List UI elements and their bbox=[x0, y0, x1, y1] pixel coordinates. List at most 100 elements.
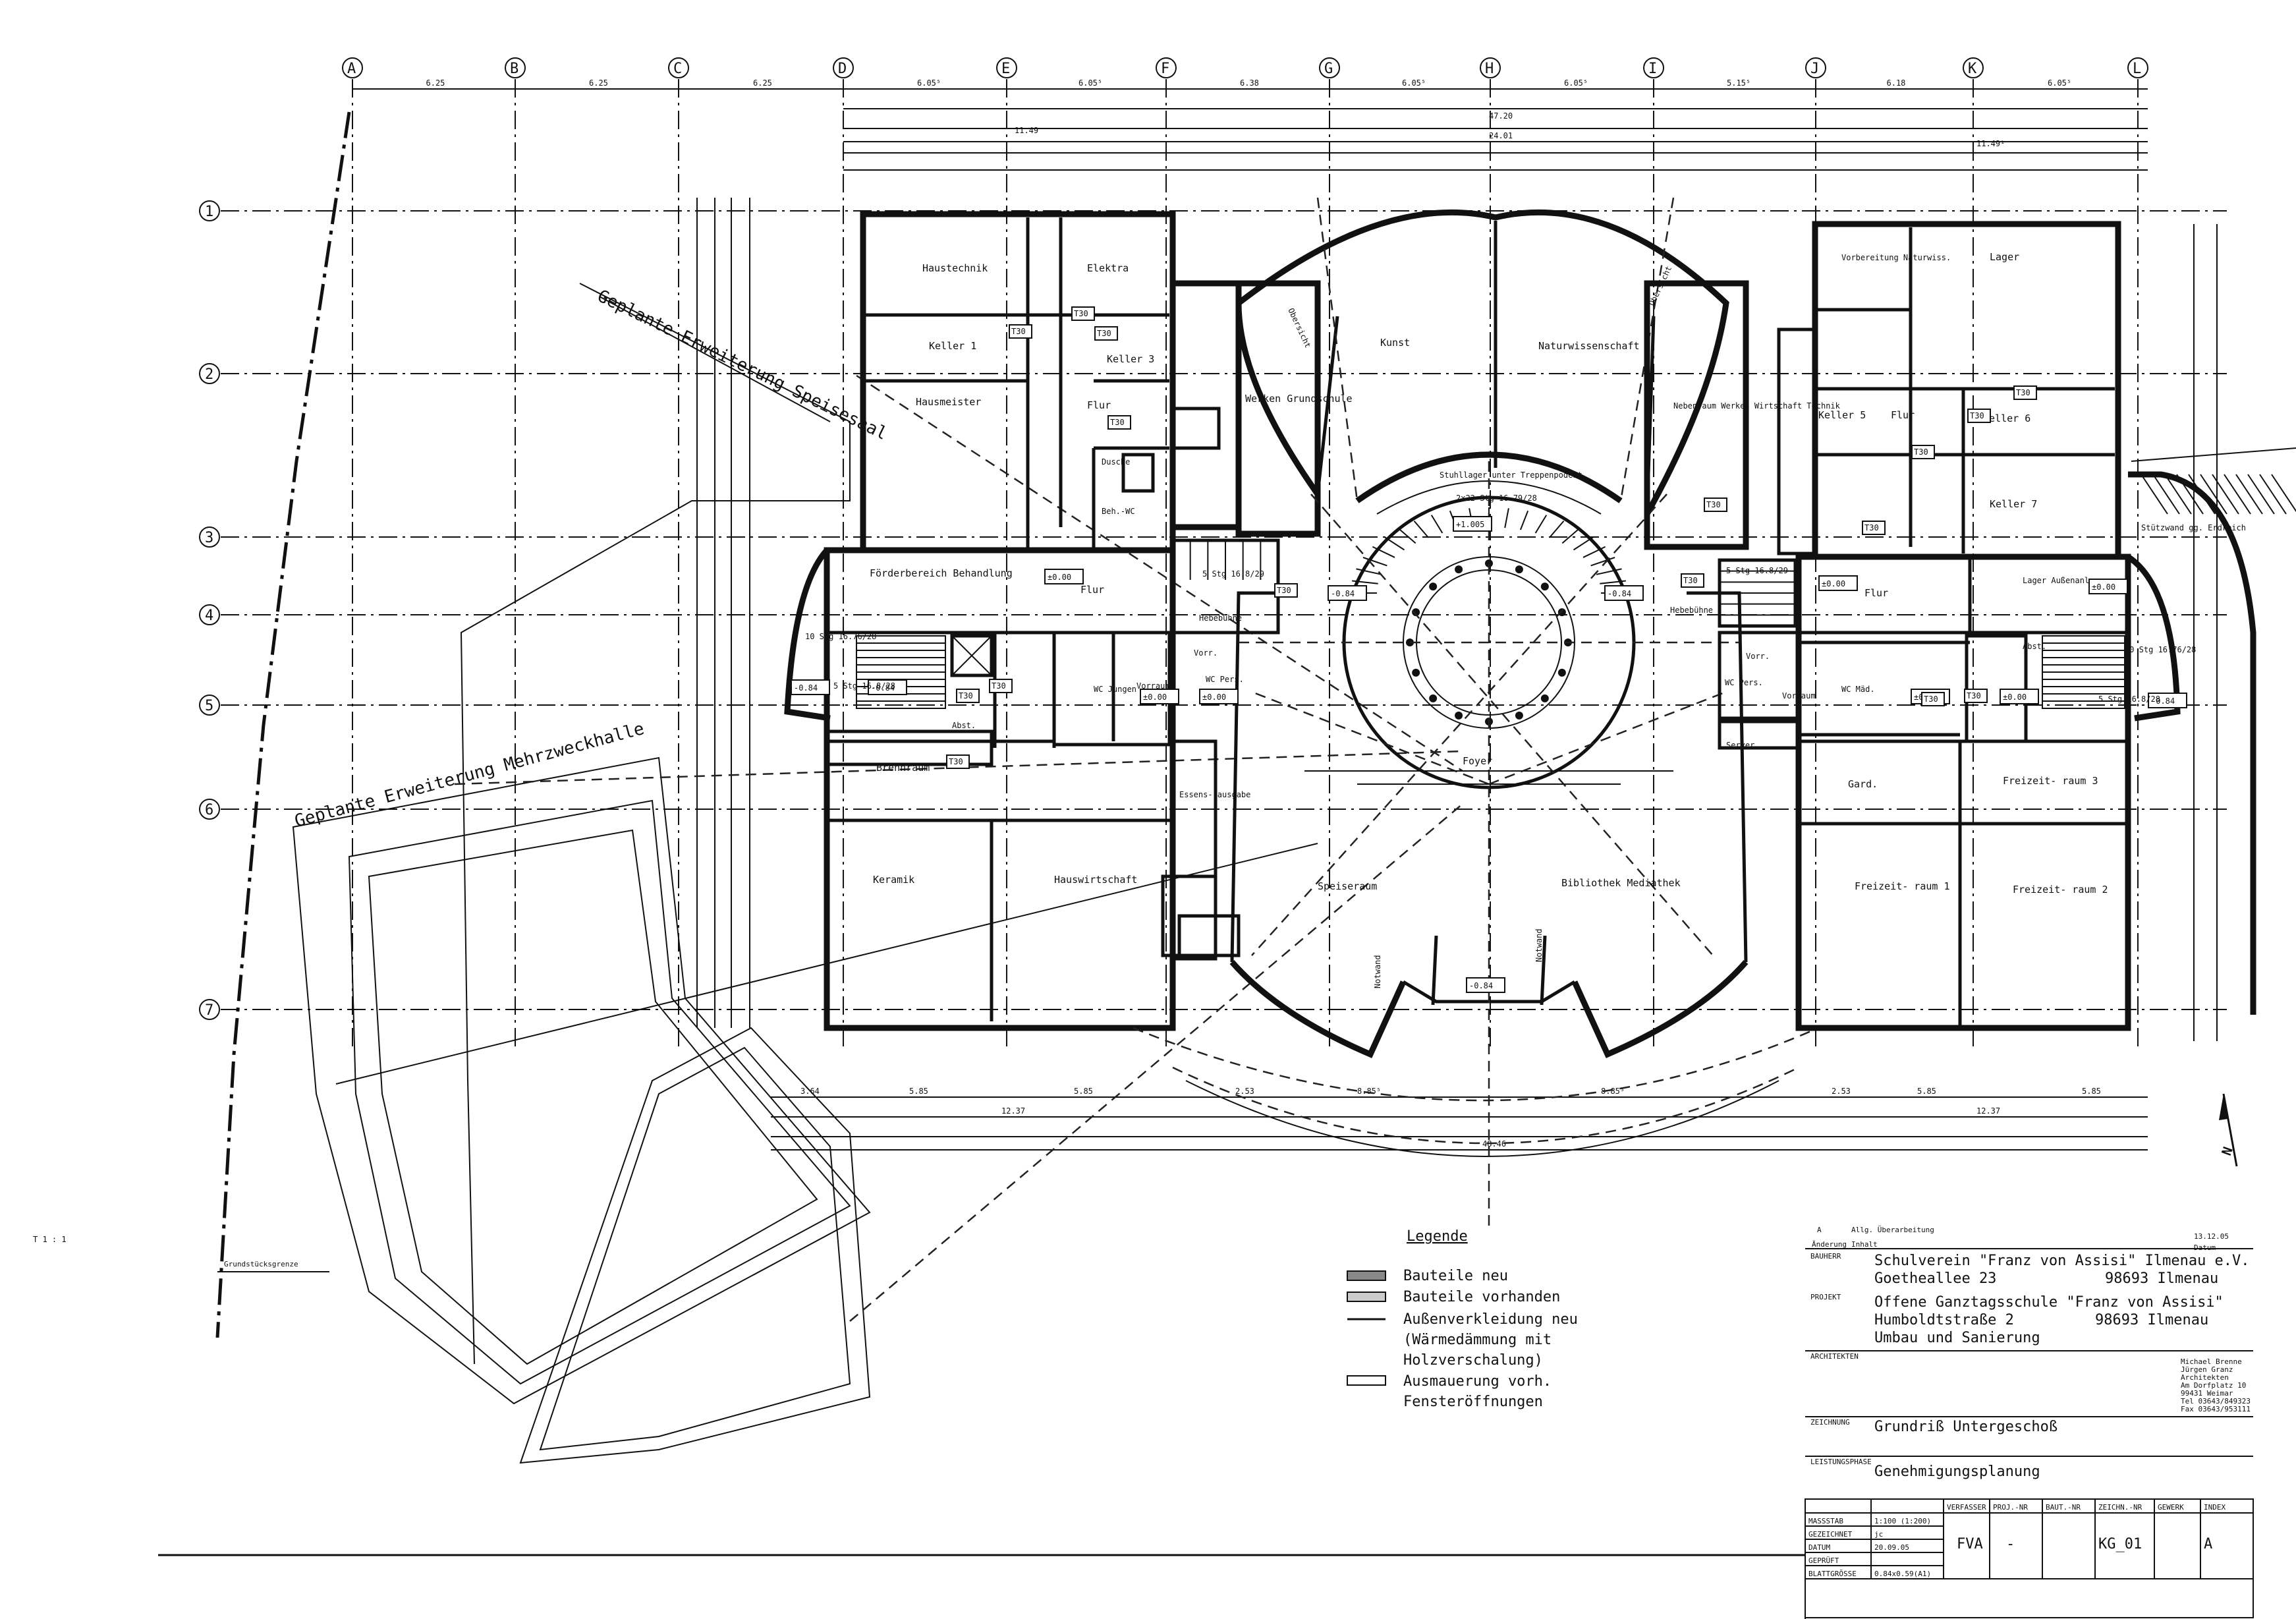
east-wing bbox=[1777, 221, 2296, 1031]
projekt-line-2: Humboldtstraße 2 bbox=[1874, 1312, 2014, 1328]
room-vorraum-e: Vorraum bbox=[1782, 691, 1816, 700]
level-mark: -0.84 bbox=[2151, 696, 2175, 706]
room-hebebuehne-e: Hebebühne bbox=[1670, 606, 1713, 615]
level-mark-box bbox=[1199, 689, 1239, 704]
dim-top-sub-3: 11.49¹ bbox=[1976, 139, 2005, 148]
stair-label-w2: 5 Stg 16.8/28 bbox=[833, 681, 895, 691]
room-wc-jungen: WC Jungen bbox=[1094, 685, 1136, 694]
door-tag-box bbox=[946, 754, 970, 769]
room-flur-ne: Flur bbox=[1891, 409, 1915, 421]
door-tag-box bbox=[1094, 326, 1118, 341]
door-tag-box bbox=[1921, 692, 1945, 706]
site-lines bbox=[335, 374, 1463, 1322]
legend-item-5: Holzverschalung) bbox=[1403, 1352, 1543, 1369]
dim-bottom-label: 5.85 bbox=[1074, 1087, 1093, 1096]
dim-top-label: 6.05⁵ bbox=[2048, 78, 2071, 88]
door-tag: T30 bbox=[2016, 388, 2030, 397]
room-dusche: Dusche bbox=[1102, 457, 1130, 467]
room-hausmeister: Hausmeister bbox=[916, 396, 981, 408]
grid-column-label: F bbox=[1161, 61, 1169, 77]
room-wc-maedchen: WC Mäd. bbox=[1841, 685, 1875, 694]
room-stuetzwand: Stützwand gg. Erdreich bbox=[2141, 523, 2246, 532]
level-mark: +1.005 bbox=[1456, 520, 1484, 529]
room-bibliothek: Bibliothek Mediathek bbox=[1561, 877, 1681, 889]
level-mark-box bbox=[2148, 693, 2187, 708]
room-flur-w: Flur bbox=[1080, 584, 1104, 596]
level-mark: -0.84 bbox=[871, 683, 895, 693]
room-obersicht-w: Obersicht bbox=[1286, 306, 1312, 349]
room-server: Server bbox=[1726, 741, 1754, 750]
grid-column-label: E bbox=[1001, 61, 1010, 77]
architekt-line: Am Dorfplatz 10 bbox=[2181, 1381, 2246, 1390]
meta-value: 20.09.05 bbox=[1874, 1543, 1909, 1552]
room-essensausgabe: Essens- ausgabe bbox=[1179, 790, 1250, 799]
room-werken: Werken Grundschule bbox=[1245, 393, 1353, 405]
dim-bottom-sub-2: 12.37 bbox=[1976, 1106, 2000, 1116]
door-tag: T30 bbox=[1967, 691, 1981, 700]
bauherr-line-1: Schulverein "Franz von Assisi" Ilmenau e… bbox=[1874, 1253, 2250, 1269]
dim-top-label: 6.05⁵ bbox=[1402, 78, 1426, 88]
room-abst-w: Abst. bbox=[952, 721, 976, 730]
architekt-line: 99431 Weimar bbox=[2181, 1389, 2233, 1398]
meta-col-value: A bbox=[2204, 1536, 2212, 1552]
room-nebenraum: Nebenraum Werken Wirtschaft Technik bbox=[1673, 401, 1841, 411]
level-mark-box bbox=[1044, 569, 1084, 584]
grid-row-label: 4 bbox=[205, 608, 213, 624]
grid-column-bubble bbox=[1156, 57, 1177, 78]
door-tag-box bbox=[956, 689, 980, 703]
door-tag-box bbox=[1967, 409, 1991, 423]
east-connector bbox=[1644, 280, 1801, 750]
room-hebebuehne-w: Hebebühne bbox=[1199, 613, 1242, 623]
grid-row-label: 2 bbox=[205, 366, 213, 383]
grid-row-label: 1 bbox=[205, 204, 213, 220]
stair-label-e3: 5 Stg 16.8/28 bbox=[2098, 695, 2160, 704]
meta-label: BLATTGRÖSSE bbox=[1808, 1570, 1857, 1578]
room-notwand-w: Notwand bbox=[1373, 955, 1382, 988]
rev-head-3: Datum bbox=[2194, 1243, 2216, 1252]
grid-column-bubble bbox=[668, 57, 689, 78]
meta-col-value: FVA bbox=[1957, 1536, 1983, 1552]
grid-column-label: H bbox=[1485, 61, 1494, 77]
door-tag: T30 bbox=[1110, 418, 1125, 427]
room-labels: Haustechnik Elektra Keller 1 Keller 3 Ha… bbox=[870, 251, 2246, 988]
room-vorraum-w: Vorraum bbox=[1136, 681, 1170, 691]
room-wc-pers-e: WC Pers. bbox=[1725, 678, 1763, 687]
legend-title: Legende bbox=[1407, 1228, 1468, 1245]
room-brennraum: Brennraum bbox=[876, 762, 930, 774]
dim-top-label: 6.25 bbox=[753, 78, 772, 88]
room-elektra: Elektra bbox=[1087, 262, 1129, 274]
door-tag: T30 bbox=[959, 691, 973, 700]
room-flur-nw: Flur bbox=[1087, 399, 1111, 411]
level-mark-box bbox=[1818, 575, 1858, 591]
grid-column-bubble bbox=[996, 57, 1017, 78]
dim-top-total: 47.20 bbox=[1489, 111, 1513, 121]
architekt-line: Michael Brenne bbox=[2181, 1357, 2242, 1366]
room-abst-e: Abst. bbox=[2023, 642, 2046, 651]
room-vorr-e: Vorr. bbox=[1746, 652, 1770, 661]
room-keller5: Keller 5 bbox=[1818, 409, 1866, 421]
rev-text: Allg. Überarbeitung bbox=[1851, 1226, 1934, 1234]
level-mark-box bbox=[1140, 689, 1179, 704]
projekt-line-1: Offene Ganztagsschule "Franz von Assisi" bbox=[1874, 1294, 2224, 1311]
door-tag-box bbox=[1862, 521, 1886, 535]
door-tag-box bbox=[1911, 445, 1935, 459]
dim-top-label: 6.05⁵ bbox=[917, 78, 941, 88]
level-mark-box bbox=[868, 679, 907, 695]
level-marks: ±0.00-0.84-0.84±0.00±0.00-0.84-0.84±0.00… bbox=[791, 516, 2187, 993]
rev-head-2: Inhalt bbox=[1851, 1240, 1878, 1249]
grid-row-bubble bbox=[199, 526, 220, 548]
level-mark: ±0.00 bbox=[1202, 693, 1226, 702]
rev-letter: A bbox=[1817, 1226, 1822, 1234]
room-keller6: Keller 6 bbox=[1983, 412, 2030, 424]
room-speiseraum: Speiseraum bbox=[1318, 880, 1377, 892]
level-mark: ±0.00 bbox=[2003, 693, 2027, 702]
legend: Legende Bauteile neu Bauteile vorhanden … bbox=[1347, 1228, 1578, 1410]
meta-col-head: BAUT.-NR bbox=[2046, 1503, 2081, 1512]
grid-row-bubble bbox=[199, 999, 220, 1020]
leistung-value: Genehmigungsplanung bbox=[1874, 1463, 2040, 1480]
dim-bottom-label: 8.85⁵ bbox=[1357, 1087, 1381, 1096]
door-tag-box bbox=[1274, 583, 1298, 598]
dim-top-label: 6.05⁵ bbox=[1564, 78, 1588, 88]
bauherr-line-2b: 98693 Ilmenau bbox=[2105, 1270, 2218, 1287]
